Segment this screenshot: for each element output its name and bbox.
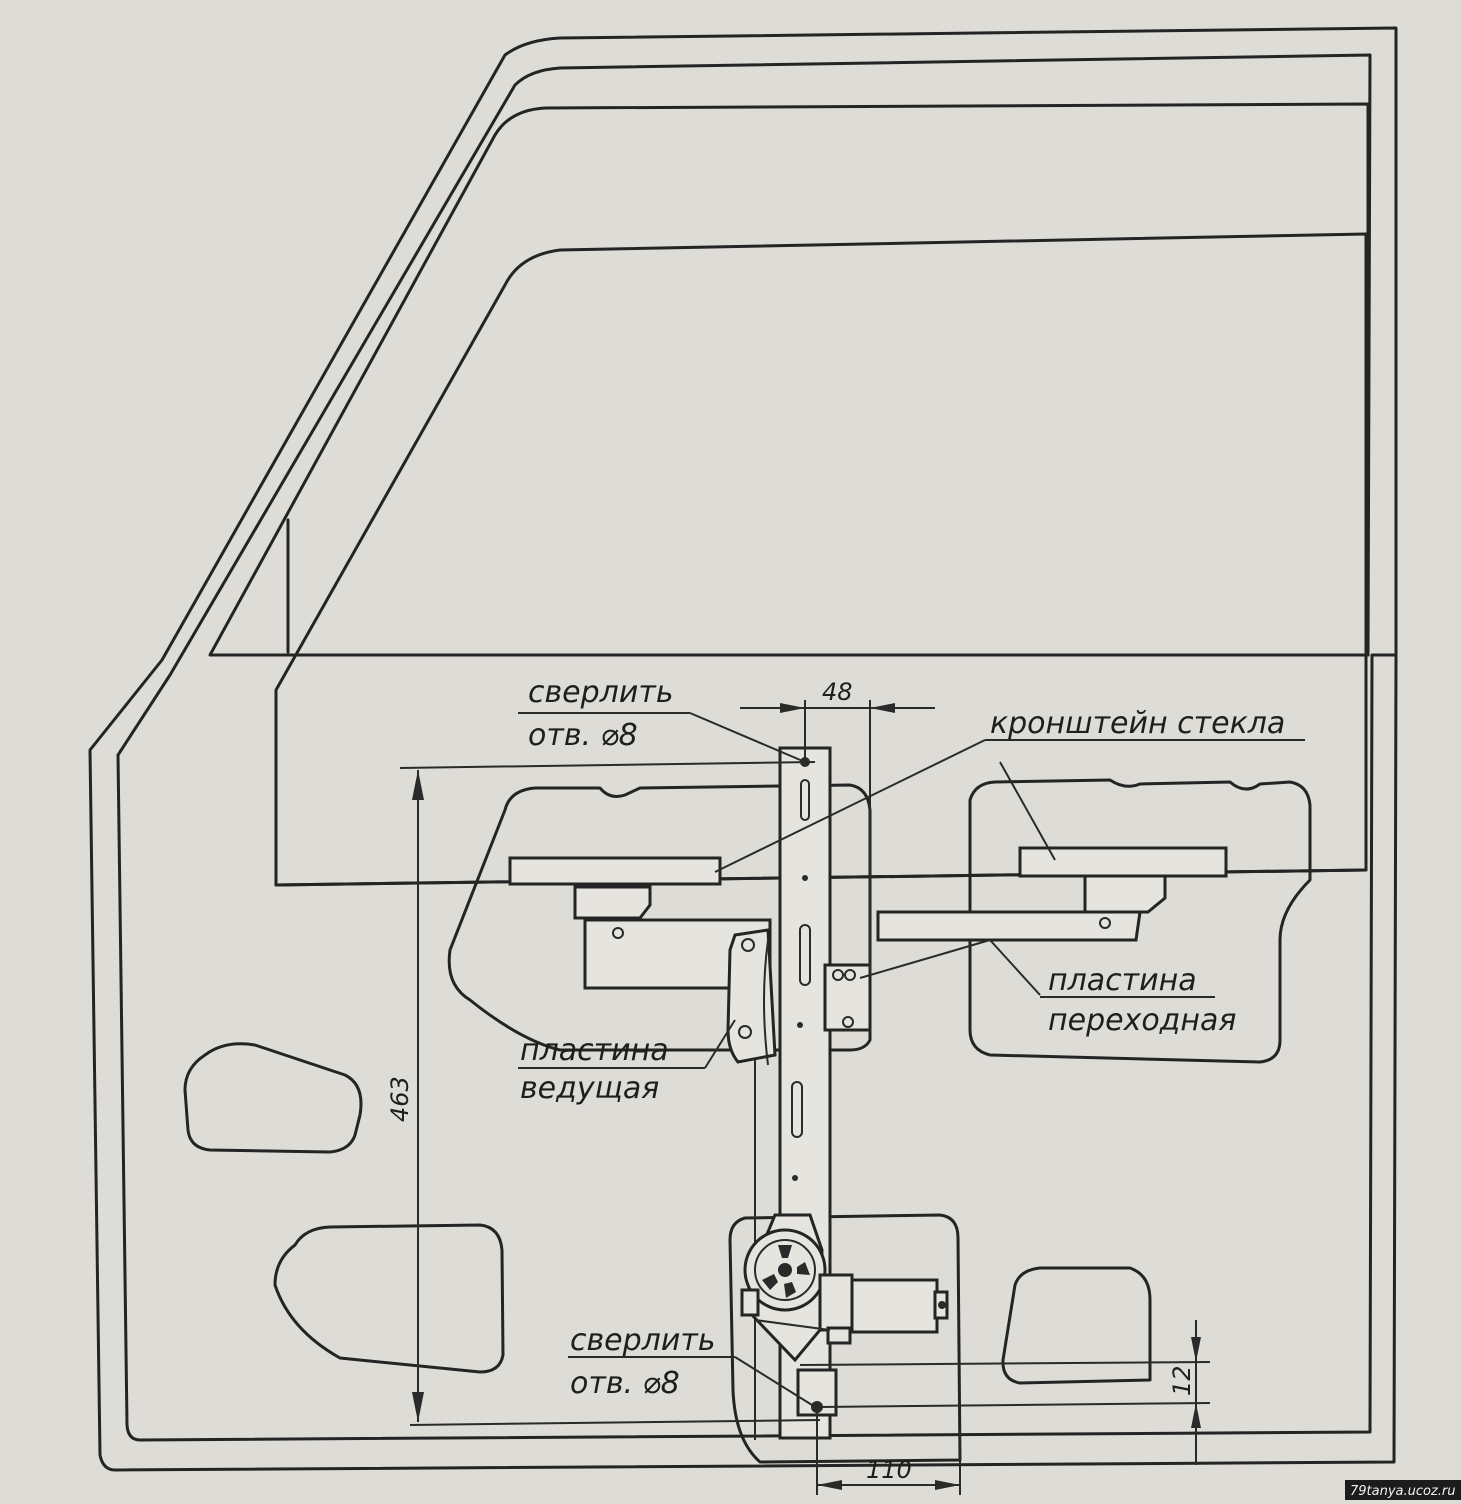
door-outer-outline: [88, 26, 1398, 1472]
cutout-left-lower: [273, 1223, 505, 1374]
label-drive-plate-line1: пластина: [520, 1033, 669, 1068]
door-inner-outline: [116, 53, 1396, 1442]
clamp-bolt: [844, 969, 856, 981]
dim-463-arrow-bottom: [412, 1392, 424, 1422]
drive-plate-hole: [738, 1025, 752, 1039]
pulley-spokes: [762, 1245, 810, 1298]
dim-label-110: 110: [866, 1456, 912, 1484]
dim-48-arrow-left: [780, 703, 805, 713]
dim-463-arrow-top: [412, 770, 424, 800]
dim-110-arrow-left: [817, 1480, 842, 1490]
motor-bracket: [826, 1326, 852, 1345]
dim-48-arrow-right: [870, 703, 895, 713]
clamp-bolt: [832, 969, 844, 981]
leader-drill-bottom: [734, 1356, 813, 1406]
leader-drive-plate: [704, 1019, 736, 1069]
dim-463-top-ext: [399, 761, 816, 769]
window-glass-outline: [274, 232, 1368, 887]
dim-12-ext-top: [799, 1361, 1211, 1366]
dim-110-arrow-right: [935, 1480, 960, 1490]
dim-463-bottom-ext: [409, 1419, 821, 1426]
rail-hole: [802, 875, 808, 881]
cutout-left-upper: [183, 1042, 363, 1154]
motor-link: [754, 1319, 831, 1331]
lifter-cable: [763, 939, 769, 1066]
leader-glass-bracket-right: [999, 761, 1056, 861]
dim-12-arrow-top: [1191, 1337, 1201, 1362]
motor-assembly: [740, 1213, 949, 1363]
dim-12-ext-bottom: [819, 1402, 1211, 1408]
adapter-plate-hole: [1099, 917, 1111, 929]
cutout-bottom-right: [1001, 1266, 1152, 1385]
cutout-right-large: [968, 778, 1312, 1064]
label-drill-top-line2: отв. ⌀8: [528, 718, 638, 753]
adapter-plate-upper: [1083, 874, 1167, 914]
dim-label-12: 12: [1168, 1365, 1196, 1396]
glass-bracket-right: [1018, 846, 1228, 878]
dim-12-arrow-bottom: [1191, 1403, 1201, 1428]
cutout-bottom-center: [728, 1213, 962, 1464]
rail-slots: [791, 757, 811, 1181]
leader-adapter-plate-2: [859, 939, 991, 979]
drive-plate-hole: [741, 938, 755, 952]
leader-adapter-plate: [989, 939, 1041, 996]
label-glass-bracket: кронштейн стекла: [990, 706, 1285, 741]
motor-pulley-inner: [754, 1239, 816, 1301]
window-frame-outer: [208, 102, 1370, 657]
slider-left-hole: [612, 927, 624, 939]
adapter-plate-body: [876, 910, 1142, 942]
label-drill-top-line1: сверлить: [528, 675, 674, 710]
rail-slot: [799, 924, 811, 986]
rail-hole: [792, 1175, 798, 1181]
glass-bracket-left: [508, 856, 722, 886]
label-drill-bottom-line2: отв. ⌀8: [570, 1366, 680, 1401]
rail-slot: [800, 779, 810, 821]
rail-hole: [797, 1022, 803, 1028]
label-adapter-plate-line2: переходная: [1048, 1003, 1236, 1038]
motor-bracket: [740, 1288, 760, 1317]
motor-gearbox: [818, 1273, 854, 1332]
motor-pulley-hub: [778, 1263, 792, 1277]
clamp-bolt: [842, 1016, 854, 1028]
watermark: 79tanya.ucoz.ru: [1350, 1484, 1456, 1499]
rail-slot: [791, 1081, 803, 1138]
watermark-bg: [1345, 1480, 1461, 1500]
dim-label-48: 48: [822, 678, 853, 706]
motor-body: [850, 1278, 939, 1334]
cutout-center-large: [447, 783, 872, 1052]
motor-shaft: [938, 1301, 946, 1309]
dim-label-463: 463: [386, 1076, 414, 1122]
label-adapter-plate-line1: пластина: [1048, 963, 1197, 998]
carriage-clamp: [823, 963, 872, 1032]
label-drive-plate-line2: ведущая: [520, 1071, 659, 1106]
leader-glass-bracket-left: [714, 739, 986, 873]
slider-left-upper: [573, 885, 652, 920]
label-drill-bottom-line1: сверлить: [570, 1323, 716, 1358]
leader-drill-top: [689, 712, 806, 763]
